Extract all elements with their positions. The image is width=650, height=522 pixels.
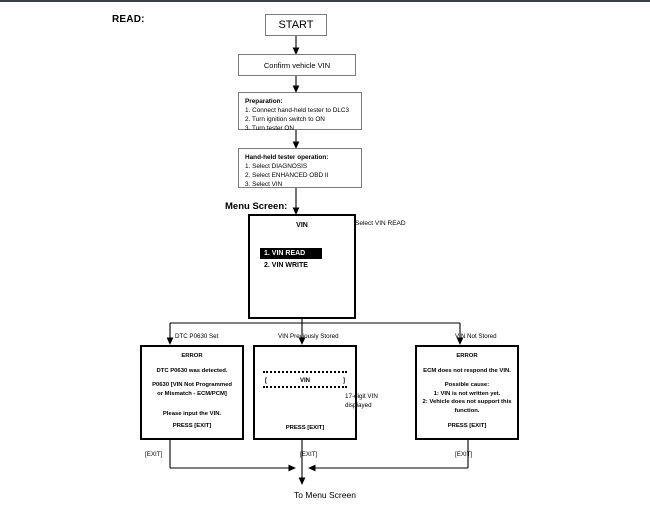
vin-value: VIN [299,378,310,384]
menu-option-vin-write[interactable]: 2. VIN WRITE [264,262,308,269]
error-right-press-exit: PRESS [EXIT] [447,423,487,430]
branch-label-middle: VIN Previously Stored [278,333,339,340]
tester-operation-step-2: 2. Select ENHANCED OBD II [245,172,329,180]
node-start-label: START [278,19,314,31]
annotation-select-vin-read: Select VIN READ [355,220,406,227]
page-title: READ: [112,14,145,25]
error-left-line-3: or Mismatch - ECM/PCM] [157,390,227,397]
branch-label-left: DTC P0630 Set [175,333,219,340]
exit-label-middle: [EXIT] [300,451,318,458]
annotation-17-digit-line-1: 17-digit VIN [345,393,378,400]
vin-bracket-left: [ [265,378,267,384]
exit-label-right: [EXIT] [455,451,473,458]
error-right-cause-heading: Possible cause: [444,382,490,389]
node-preparation: Preparation: 1. Connect hand-held tester… [238,92,362,133]
preparation-step-3: 3. Turn tester ON [245,125,295,133]
error-left-line-4: Please input the VIN. [162,411,222,418]
vin-dotted-bottom [263,386,347,391]
error-right-cause-3: function. [454,407,480,414]
vin-stored-press-exit: PRESS [EXIT] [285,425,325,431]
vin-dotted-top [263,371,347,376]
exit-label-left: [EXIT] [145,451,163,458]
menu-screen-title: VIN [296,222,308,229]
node-start: START [265,14,327,36]
tester-operation-heading: Hand-held tester operation: [245,154,329,161]
tester-operation-step-1: 1. Select DIAGNOSIS [245,163,308,171]
node-confirm-vin: Confirm vehicle VIN [238,54,356,76]
annotation-17-digit-vin: 17-digit VIN displayed [345,392,378,411]
error-right-cause-1: 1: VIN is not written yet. [433,390,501,397]
error-right-title: ERROR [456,353,478,359]
annotation-17-digit-line-2: displayed [345,402,372,410]
tester-operation-step-3: 3. Select VIN [245,181,283,189]
node-menu-screen: VIN 1. VIN READ 2. VIN WRITE [248,214,356,319]
node-tester-operation: Hand-held tester operation: 1. Select DI… [238,148,362,188]
preparation-step-1: 1. Connect hand-held tester to DLC3 [245,107,350,115]
error-left-title: ERROR [181,353,203,359]
preparation-step-2: 2. Turn ignition switch to ON [245,116,325,124]
error-right-cause-2: 2: Vehicle does not support this [422,399,512,406]
vin-bracket-right: ] [343,378,345,384]
menu-option-vin-read[interactable]: 1. VIN READ [260,248,322,259]
error-right-line-1: ECM does not respond the VIN. [423,367,511,374]
node-vin-previously-stored: [ VIN ] PRESS [EXIT] [253,345,357,440]
error-left-press-exit: PRESS [EXIT] [172,423,212,430]
node-confirm-vin-label: Confirm vehicle VIN [263,60,331,70]
footer-to-menu-screen: To Menu Screen [294,490,356,500]
vin-display-area: [ VIN ] [263,371,347,391]
error-left-line-2: P0630 [VIN Not Programmed [152,382,232,389]
error-left-line-1: DTC P0630 was detected. [156,367,228,374]
node-error-dtc-p0630: ERROR DTC P0630 was detected. P0630 [VIN… [140,345,244,440]
node-error-vin-not-stored: ERROR ECM does not respond the VIN. Poss… [415,345,519,440]
branch-label-right: VIN Not Stored [455,333,497,340]
preparation-heading: Preparation: [245,98,283,105]
menu-screen-label: Menu Screen: [225,201,288,212]
